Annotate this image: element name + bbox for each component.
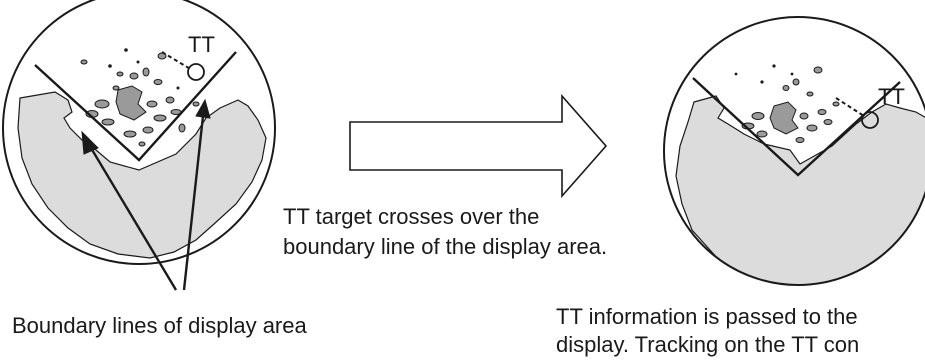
handoff-caption-line-2: display. Tracking on the TT con xyxy=(556,332,860,357)
left-land-mass xyxy=(17,91,267,259)
handoff-caption-line-1: TT information is passed to the xyxy=(556,304,858,329)
left-radar-panel: TT xyxy=(2,0,276,291)
right-target-track xyxy=(835,97,865,117)
left-tt-label: TT xyxy=(188,32,215,57)
left-small-dots xyxy=(108,48,180,90)
right-small-dots xyxy=(734,64,794,84)
crossing-caption-line-2: boundary line of the display area. xyxy=(283,234,608,259)
right-echo-cluster xyxy=(741,66,840,143)
left-echo-cluster xyxy=(80,52,200,147)
left-target-symbol-icon xyxy=(187,63,205,81)
left-boundary-lines xyxy=(34,51,237,162)
right-radar-panel: TT xyxy=(663,16,925,286)
right-land-mass xyxy=(675,95,925,285)
right-arrow-icon xyxy=(349,93,608,199)
right-radar-circle xyxy=(663,16,925,286)
boundary-lines-caption: Boundary lines of display area xyxy=(12,313,307,338)
left-radar-circle xyxy=(2,0,276,265)
pointer-arrows xyxy=(81,98,211,291)
left-target-track xyxy=(161,51,193,71)
right-target-symbol-icon xyxy=(861,111,879,129)
crossing-caption-line-1: TT target crosses over the xyxy=(283,204,540,229)
right-tt-label: TT xyxy=(878,84,905,109)
